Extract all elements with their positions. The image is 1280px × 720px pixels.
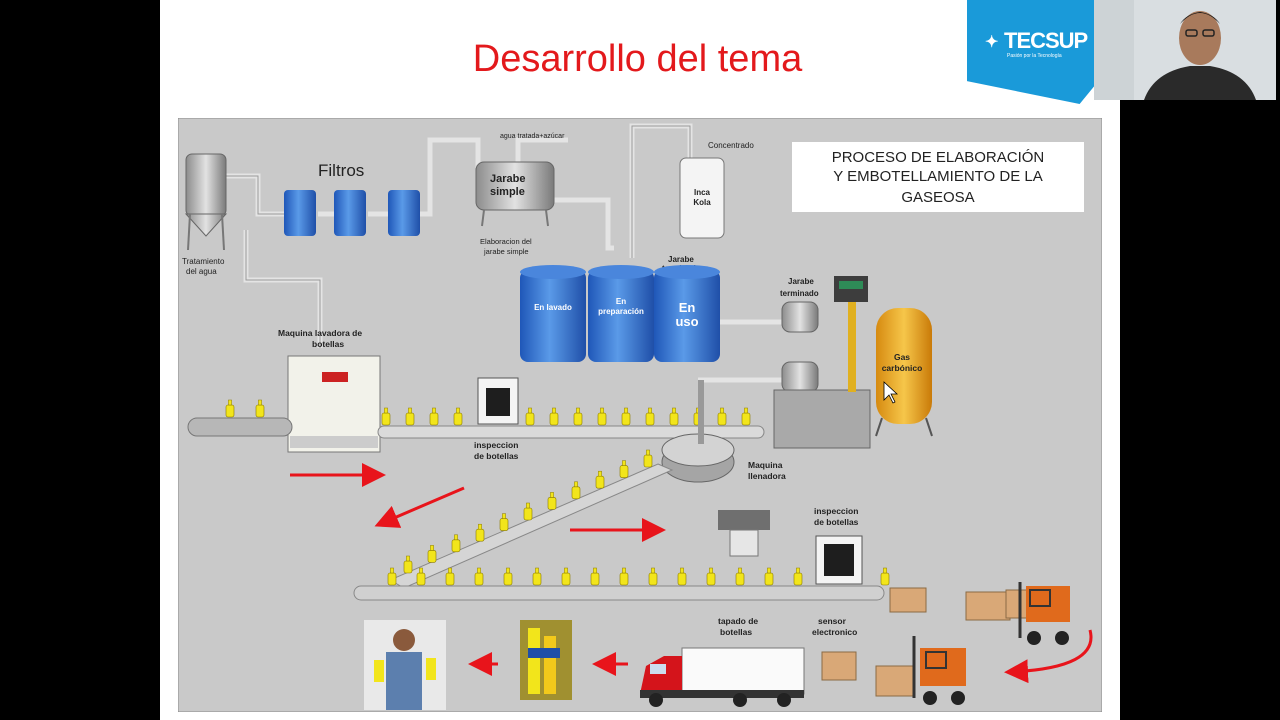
inspection2-label-2: de botellas: [814, 517, 859, 527]
concentrate-tank: Concentrado Inca Kola: [679, 141, 754, 239]
filters: Filtros: [284, 161, 420, 236]
simple-syrup-tank: agua tratada+azúcar Jarabe simple Elabor…: [475, 133, 565, 256]
side-strip: [1120, 100, 1280, 720]
inca-label-1: Inca: [694, 188, 711, 197]
washer-label-2: botellas: [312, 339, 344, 349]
forklift-2-icon: [912, 636, 966, 705]
webcam-feed: [1094, 0, 1276, 100]
heading-line-3: GASEOSA: [901, 189, 974, 206]
gas-label-1: Gas: [894, 352, 910, 362]
concentrate-label: Concentrado: [708, 141, 754, 150]
bottling-process-diagram: PROCESO DE ELABORACIÓN Y EMBOTELLAMIENTO…: [178, 118, 1102, 712]
co2-tank: Gas carbónico: [875, 308, 933, 437]
tank-washing-label: En lavado: [534, 303, 572, 312]
treatment-label-1: Tratamiento: [182, 257, 225, 266]
inspection1-label-1: inspeccion: [474, 440, 518, 450]
elaboration-label-1: Elaboracion del: [480, 237, 532, 246]
tank-use-label-2: uso: [675, 314, 698, 329]
sensor-label-2: electronico: [812, 627, 857, 637]
heading-line-2: Y EMBOTELLAMIENTO DE LA: [833, 168, 1043, 185]
tecsup-logo: ✦ TECSUP Pasión por la Tecnología: [967, 0, 1095, 104]
tank-prep-label-2: preparación: [598, 307, 644, 316]
inca-label-2: Kola: [693, 198, 711, 207]
capping-machine: tapado de botellas: [718, 510, 770, 637]
inspection1-label-2: de botellas: [474, 451, 519, 461]
gas-label-2: carbónico: [882, 363, 923, 373]
delivery-truck-icon: [640, 647, 805, 707]
logo-brand: TECSUP: [1004, 28, 1088, 53]
slide-title: Desarrollo del tema: [472, 38, 803, 80]
lower-conveyor: [353, 567, 890, 601]
inspection2-label-1: inspeccion: [814, 506, 858, 516]
mixer-carbonator: Jarabe terminado: [773, 276, 871, 449]
treatment-label-2: del agua: [186, 267, 217, 276]
finished-syrup-label-2: terminado: [780, 289, 819, 298]
filler-label-1: Maquina: [748, 460, 783, 470]
water-treatment-silo: Tratamiento del agua: [182, 153, 228, 276]
bottles-photo: [520, 620, 572, 700]
sensor-label-1: sensor: [818, 616, 847, 626]
filters-label: Filtros: [318, 161, 364, 180]
capping-label-2: botellas: [720, 627, 752, 637]
finished-syrup-top-1: Jarabe: [668, 255, 694, 264]
upper-conveyor: [187, 399, 765, 439]
bottle-washer: Maquina lavadora de botellas: [278, 328, 381, 453]
filling-machine: Maquina llenadora: [661, 380, 786, 483]
capping-label-1: tapado de: [718, 616, 758, 626]
process-heading: PROCESO DE ELABORACIÓN Y EMBOTELLAMIENTO…: [792, 142, 1084, 212]
inspection-station-2: inspeccion de botellas sensor electronic…: [812, 506, 863, 637]
storage-area: [821, 582, 1070, 705]
treated-water-label: agua tratada+azúcar: [500, 133, 565, 140]
simple-syrup-label-1: Jarabe: [490, 173, 525, 185]
forklift-1-icon: [1018, 582, 1070, 645]
finished-syrup-label-1: Jarabe: [788, 277, 814, 286]
heading-line-1: PROCESO DE ELABORACIÓN: [832, 149, 1045, 166]
tank-prep-label-1: En: [616, 297, 626, 306]
syrup-tanks: Jarabe terminado En lavado En preparació…: [520, 255, 720, 362]
simple-syrup-label-2: simple: [490, 186, 525, 198]
elaboration-label-2: jarabe simple: [483, 247, 529, 256]
mouse-cursor-icon: [883, 381, 899, 404]
tank-use-label-1: En: [679, 300, 696, 315]
logo-tagline: Pasión por la Tecnología: [1007, 53, 1062, 59]
flow-arrows: [290, 463, 1093, 684]
inspection-station-1: inspeccion de botellas: [474, 377, 519, 461]
person-photo: [364, 620, 446, 710]
logo-mark-icon: ✦: [985, 34, 999, 51]
washer-label-1: Maquina lavadora de: [278, 328, 362, 338]
filler-label-2: llenadora: [748, 471, 786, 481]
